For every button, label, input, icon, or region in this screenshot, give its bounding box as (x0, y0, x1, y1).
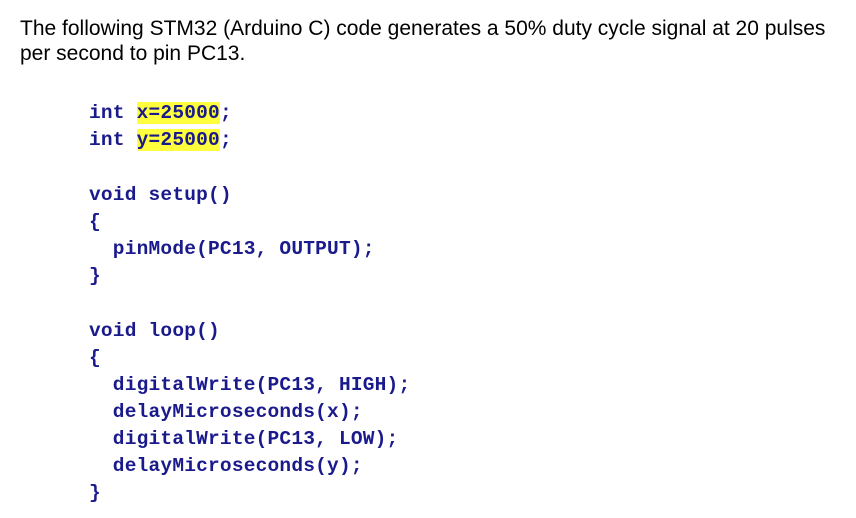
keyword-int: int (89, 129, 137, 151)
problem-statement: The following STM32 (Arduino C) code gen… (20, 17, 826, 65)
code-line-x-declaration: int x=25000; (89, 100, 232, 127)
code-line-loop-signature: void loop() (89, 320, 220, 342)
code-line-y-declaration: int y=25000; (89, 127, 232, 154)
code-line-delay-x: delayMicroseconds(x); (89, 401, 363, 423)
code-line-loop-open-brace: { (89, 347, 101, 369)
code-line-pinmode: pinMode(PC13, OUTPUT); (89, 238, 375, 260)
code-line-digitalwrite-low: digitalWrite(PC13, LOW); (89, 428, 399, 450)
code-line-setup-open-brace: { (89, 211, 101, 233)
code-line-delay-y: delayMicroseconds(y); (89, 455, 363, 477)
semicolon: ; (219, 102, 232, 124)
highlighted-x-assignment: x=25000 (136, 102, 220, 124)
keyword-int: int (89, 102, 137, 124)
highlighted-y-assignment: y=25000 (136, 129, 220, 151)
code-line-loop-close-brace: } (89, 482, 101, 504)
code-line-setup-signature: void setup() (89, 184, 232, 206)
code-line-digitalwrite-high: digitalWrite(PC13, HIGH); (89, 374, 411, 396)
semicolon: ; (219, 129, 232, 151)
code-line-setup-close-brace: } (89, 265, 101, 287)
